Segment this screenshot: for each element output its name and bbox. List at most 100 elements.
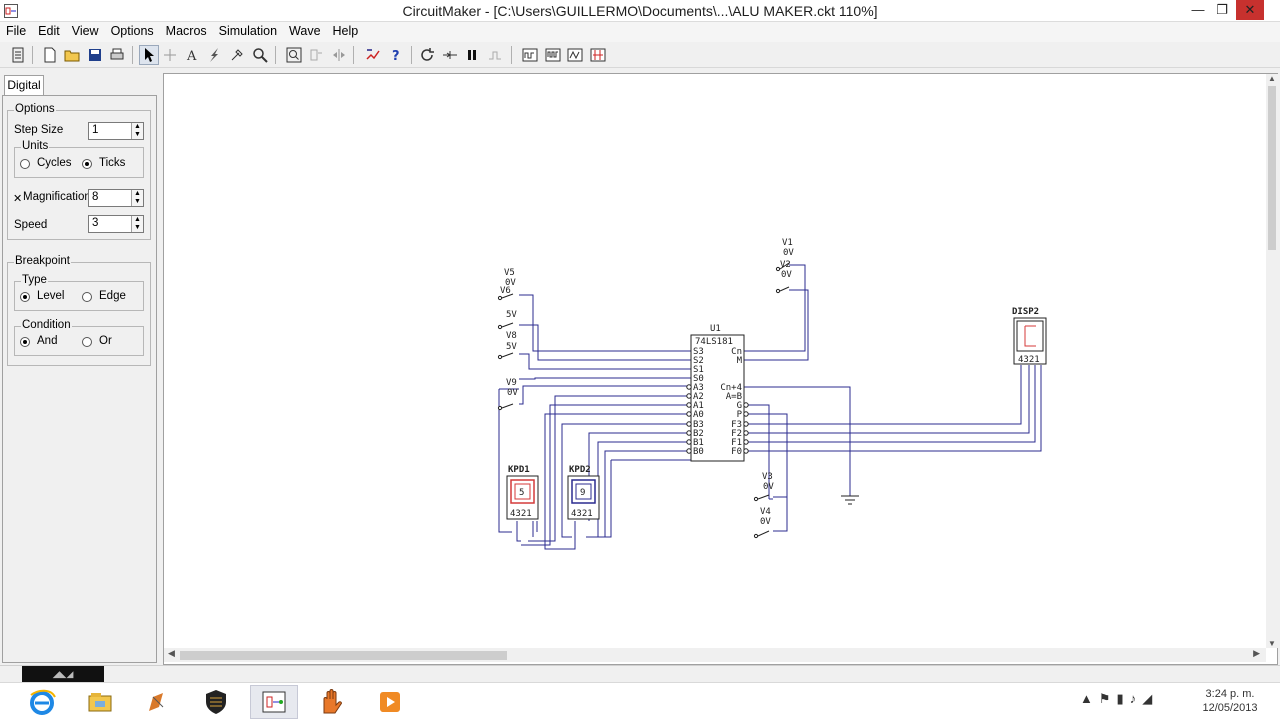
scroll-left-icon[interactable]: ◀ xyxy=(168,648,175,658)
shield-app-icon[interactable] xyxy=(192,685,240,719)
pin-b3: B3 xyxy=(693,420,704,430)
app-pen-icon[interactable] xyxy=(134,685,182,719)
menu-wave[interactable]: Wave xyxy=(289,24,321,38)
speed-spinner[interactable]: 3 ▲ ▼ xyxy=(88,215,144,233)
menu-options[interactable]: Options xyxy=(110,24,154,38)
reset-icon[interactable] xyxy=(417,45,437,65)
spin-down-icon[interactable]: ▼ xyxy=(131,224,143,232)
action-center-flag-icon[interactable]: ⚑ xyxy=(1098,691,1111,706)
inversion-bubbles xyxy=(686,384,749,454)
disp2-display[interactable]: DISP2 4321 xyxy=(1012,307,1047,365)
vertical-scroll-thumb[interactable] xyxy=(1268,86,1276,250)
menu-macros[interactable]: Macros xyxy=(165,24,207,38)
save-icon[interactable] xyxy=(85,45,105,65)
menu-file[interactable]: File xyxy=(6,24,27,38)
digital-analog-toggle-icon[interactable] xyxy=(363,45,383,65)
kpd1-keypad[interactable]: KPD1 5 4321 xyxy=(506,465,539,520)
mirror-icon[interactable] xyxy=(329,45,349,65)
minimize-button[interactable]: — xyxy=(1191,2,1205,17)
spin-up-icon[interactable]: ▲ xyxy=(131,190,143,198)
text-tool-icon[interactable]: A xyxy=(182,45,202,65)
menu-view[interactable]: View xyxy=(71,24,99,38)
horizontal-scroll-thumb[interactable] xyxy=(180,651,507,660)
zoom-fit-icon[interactable] xyxy=(284,45,304,65)
delete-tool-icon[interactable] xyxy=(227,45,247,65)
logic-analyzer-icon[interactable] xyxy=(543,45,563,65)
waveforms-icon[interactable] xyxy=(520,45,540,65)
tray-chevron-icon[interactable]: ▲ xyxy=(1080,691,1093,706)
bus-data-icon[interactable] xyxy=(565,45,585,65)
and-radio[interactable] xyxy=(20,337,30,347)
x-checkbox-icon[interactable]: ✕ xyxy=(13,193,23,205)
pause-icon[interactable] xyxy=(462,45,482,65)
units-title: Units xyxy=(21,140,50,152)
schematic-canvas[interactable]: V1 0V V2 0V V5 0V V6 5V V8 5V V9 0V V3 0… xyxy=(163,73,1278,665)
edge-radio[interactable] xyxy=(82,292,92,302)
magnification-spinner[interactable]: 8 ▲ ▼ xyxy=(88,189,144,207)
wire-tool-icon[interactable] xyxy=(160,45,180,65)
title-bar: CircuitMaker - [C:\Users\GUILLERMO\Docum… xyxy=(0,0,1280,22)
media-player-icon[interactable] xyxy=(366,685,414,719)
device-library-icon[interactable] xyxy=(8,45,28,65)
step-icon[interactable] xyxy=(440,45,460,65)
spin-up-icon[interactable]: ▲ xyxy=(131,216,143,224)
status-bar: ◢◣◢ xyxy=(0,665,1280,683)
step-size-spinner[interactable]: 1 ▲ ▼ xyxy=(88,122,144,140)
print-icon[interactable] xyxy=(107,45,127,65)
glove-app-icon[interactable] xyxy=(308,685,356,719)
or-radio[interactable] xyxy=(82,337,92,347)
menu-help[interactable]: Help xyxy=(332,24,359,38)
menu-edit[interactable]: Edit xyxy=(38,24,60,38)
rotate-disabled-icon[interactable] xyxy=(306,45,326,65)
cycles-radio[interactable] xyxy=(20,159,30,169)
zoom-tool-icon[interactable] xyxy=(250,45,270,65)
disp2-ref: DISP2 xyxy=(1012,307,1039,317)
scroll-right-icon[interactable]: ▶ xyxy=(1253,648,1260,658)
file-explorer-icon[interactable] xyxy=(76,685,124,719)
network-icon[interactable]: ◢ xyxy=(1142,691,1153,706)
close-button[interactable]: ✕ xyxy=(1236,0,1264,20)
spin-up-icon[interactable]: ▲ xyxy=(131,123,143,131)
u1-right-pins: Cn M Cn+4 A=B G P F3 F2 F1 F0 xyxy=(720,347,742,457)
battery-icon[interactable]: ▮ xyxy=(1116,691,1124,706)
probe-view-icon[interactable] xyxy=(588,45,608,65)
u1-part: 74LS181 xyxy=(695,337,733,347)
open-folder-icon[interactable] xyxy=(62,45,82,65)
tab-digital[interactable]: Digital xyxy=(4,75,44,95)
scroll-up-icon[interactable]: ▲ xyxy=(1268,74,1276,83)
kpd1-digit: 5 xyxy=(519,488,524,498)
vertical-scrollbar[interactable]: ▲ ▼ xyxy=(1266,74,1278,648)
new-file-icon[interactable] xyxy=(40,45,60,65)
or-label: Or xyxy=(99,335,112,347)
trace-disabled-icon[interactable] xyxy=(485,45,505,65)
ticks-label: Ticks xyxy=(99,157,126,169)
menu-simulation[interactable]: Simulation xyxy=(218,24,278,38)
kpd2-digit: 9 xyxy=(580,488,585,498)
condition-title: Condition xyxy=(21,319,72,331)
volume-icon[interactable]: ♪ xyxy=(1129,691,1137,706)
scroll-down-icon[interactable]: ▼ xyxy=(1268,639,1276,648)
restore-button[interactable]: ❐ xyxy=(1216,2,1228,17)
circuitmaker-taskbar-icon[interactable] xyxy=(250,685,298,719)
clock[interactable]: 3:24 p. m. 12/05/2013 xyxy=(1198,687,1262,715)
kpd2-keypad[interactable]: KPD2 9 4321 xyxy=(567,465,600,520)
help-icon[interactable]: ? xyxy=(386,45,406,65)
system-tray: ▲ ⚑ ▮ ♪ ◢ xyxy=(1080,691,1152,715)
circuitmaker-app-icon[interactable] xyxy=(4,4,18,18)
level-radio[interactable] xyxy=(20,292,30,302)
menu-bar: File Edit View Options Macros Simulation Wave H… xyxy=(0,22,1280,42)
horizontal-scrollbar[interactable]: ◀ ▶ xyxy=(164,648,1266,662)
kpd2-pins: 4321 xyxy=(571,509,593,519)
internet-explorer-icon[interactable] xyxy=(18,685,66,719)
spin-down-icon[interactable]: ▼ xyxy=(131,131,143,139)
schematic-drawing[interactable]: V1 0V V2 0V V5 0V V6 5V V8 5V V9 0V V3 0… xyxy=(164,74,1277,664)
probe-tool-icon[interactable] xyxy=(204,45,224,65)
spin-down-icon[interactable]: ▼ xyxy=(131,198,143,206)
ticks-radio[interactable] xyxy=(82,159,92,169)
arrow-tool-icon[interactable] xyxy=(139,45,159,65)
pin-s3: S3 xyxy=(693,347,704,357)
taskbar-peek-icon[interactable]: ◢◣◢ xyxy=(22,666,104,683)
u1-alu-chip[interactable]: U1 74LS181 S3 S2 S1 S0 A3 A2 A1 A0 B3 B2… xyxy=(686,324,749,462)
v1-ref: V1 xyxy=(782,238,793,248)
toolbar-separator xyxy=(411,46,412,64)
